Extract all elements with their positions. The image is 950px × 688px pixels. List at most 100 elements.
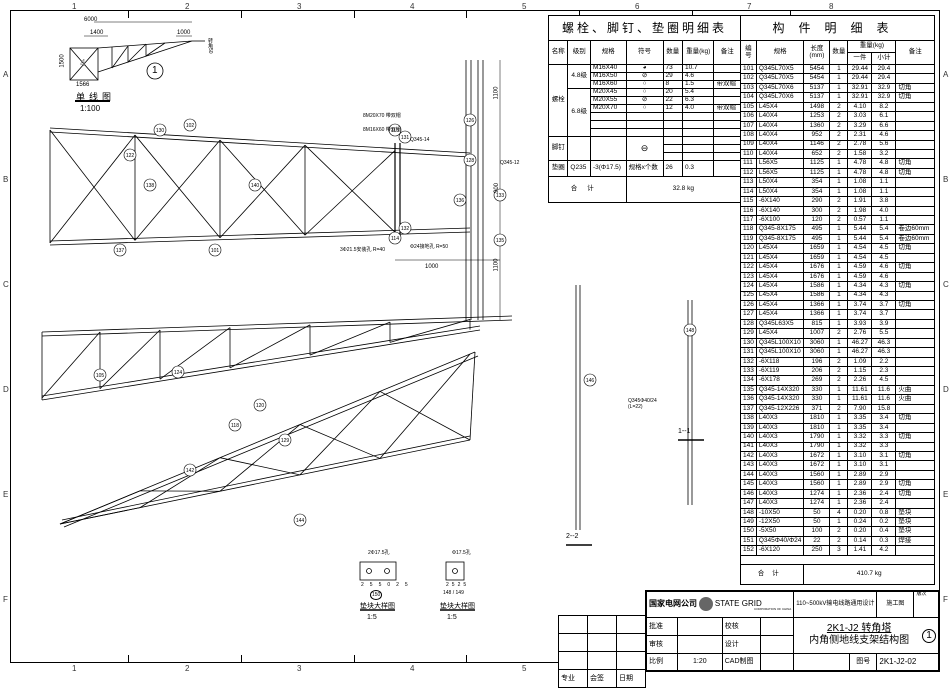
scale-label: 比例 (646, 653, 677, 671)
dim-1400: 1400 (90, 30, 103, 36)
truss-number: 1 (152, 65, 158, 76)
part-remark (896, 470, 935, 479)
part-remark: 切角 (896, 480, 935, 489)
bolt-cell: 73 (663, 65, 682, 73)
part-spec: Q345L70X5 (756, 65, 804, 74)
part-spec: -12X50 (756, 518, 804, 527)
svg-text:129: 129 (281, 438, 290, 444)
part-no: 141 (741, 442, 757, 451)
empty-cell (714, 129, 741, 137)
part-length: 1498 (804, 102, 830, 111)
part-subtotal: 3.4 (872, 414, 896, 423)
bolt-cell (714, 73, 741, 81)
part-remark: 火曲 (896, 395, 935, 404)
part-length: 120 (804, 216, 830, 225)
bolt-cell (714, 97, 741, 105)
drawing-title-1: 2K1-J2 转角塔 (827, 623, 891, 634)
sheet-number: 1 (922, 629, 936, 643)
part-length: 1360 (804, 121, 830, 130)
part-unit-weight: 46.27 (848, 338, 872, 347)
part-qty: 1 (830, 338, 848, 347)
part-qty: 1 (830, 423, 848, 432)
svg-text:105: 105 (96, 373, 105, 379)
part-spec: L40X3 (756, 480, 804, 489)
part-qty: 2 (830, 140, 848, 149)
part-unit-weight: 3.03 (848, 112, 872, 121)
part-length: 5137 (804, 93, 830, 102)
part-remark (896, 461, 935, 470)
empty-cell (626, 121, 663, 129)
part-remark (896, 253, 935, 262)
parts-table: 构件明细表 编号 规格 长度(mm) 数量 重量(kg) 备注 一件小计 101… (740, 15, 935, 585)
part-remark: 切角 (896, 263, 935, 272)
member-callout-132: 132 (399, 222, 411, 234)
part-spec: L45X4 (756, 272, 804, 281)
part-remark: 切角 (896, 414, 935, 423)
part-no: 112 (741, 168, 757, 177)
part-unit-weight: 0.57 (848, 216, 872, 225)
part-qty: 1 (830, 395, 848, 404)
part-remark (896, 367, 935, 376)
part-qty: 1 (830, 187, 848, 196)
note-ground-hole: Φ24接地孔 R=50 (410, 243, 448, 250)
part-no: 124 (741, 282, 757, 291)
pad1-dims: 255025 (361, 582, 414, 588)
part-length: 952 (804, 131, 830, 140)
part-remark: 切角 (896, 83, 935, 92)
part-unit-weight: 2.36 (848, 499, 872, 508)
part-qty: 1 (830, 225, 848, 234)
empty-cell (682, 137, 714, 145)
note-bolts-m20: 8M20X70 带双帽 (363, 112, 401, 119)
bolt-cell: M20X70 (590, 105, 626, 113)
part-remark (896, 216, 935, 225)
edition: 版次 (914, 591, 939, 617)
part-subtotal: 3.7 (872, 300, 896, 309)
step-nail-icon: ⊖ (626, 137, 663, 161)
part-subtotal: 4.3 (872, 291, 896, 300)
part-unit-weight: 11.61 (848, 395, 872, 404)
part-qty: 1 (830, 348, 848, 357)
part-no: 152 (741, 546, 757, 555)
part-subtotal: 0.3 (872, 536, 896, 545)
company-name: 国家电网公司 (649, 599, 697, 608)
part-subtotal: 5.6 (872, 140, 896, 149)
part-subtotal: 3.9 (872, 319, 896, 328)
part-no: 131 (741, 348, 757, 357)
part-subtotal: 5.5 (872, 329, 896, 338)
part-length: 1366 (804, 300, 830, 309)
part-no: 139 (741, 423, 757, 432)
check-label: 校核 (722, 617, 760, 635)
part-unit-weight: 3.32 (848, 442, 872, 451)
part-qty: 2 (830, 149, 848, 158)
dim-1100-bottom: 1100 (493, 259, 499, 272)
part-no: 110 (741, 149, 757, 158)
part-qty: 3 (830, 546, 848, 555)
part-no: 121 (741, 253, 757, 262)
part-qty: 1 (830, 518, 848, 527)
empty-cell (663, 129, 682, 137)
part-subtotal: 6.1 (872, 112, 896, 121)
part-spec: L56X5 (756, 168, 804, 177)
part-remark: 切角 (896, 168, 935, 177)
part-subtotal: 3.4 (872, 423, 896, 432)
part-subtotal: 0.8 (872, 508, 896, 517)
part-length: 206 (804, 367, 830, 376)
part-remark: 垫块 (896, 518, 935, 527)
washer-cell: 26 (663, 161, 682, 177)
pad1-title: 垫块大样图 (360, 601, 395, 611)
